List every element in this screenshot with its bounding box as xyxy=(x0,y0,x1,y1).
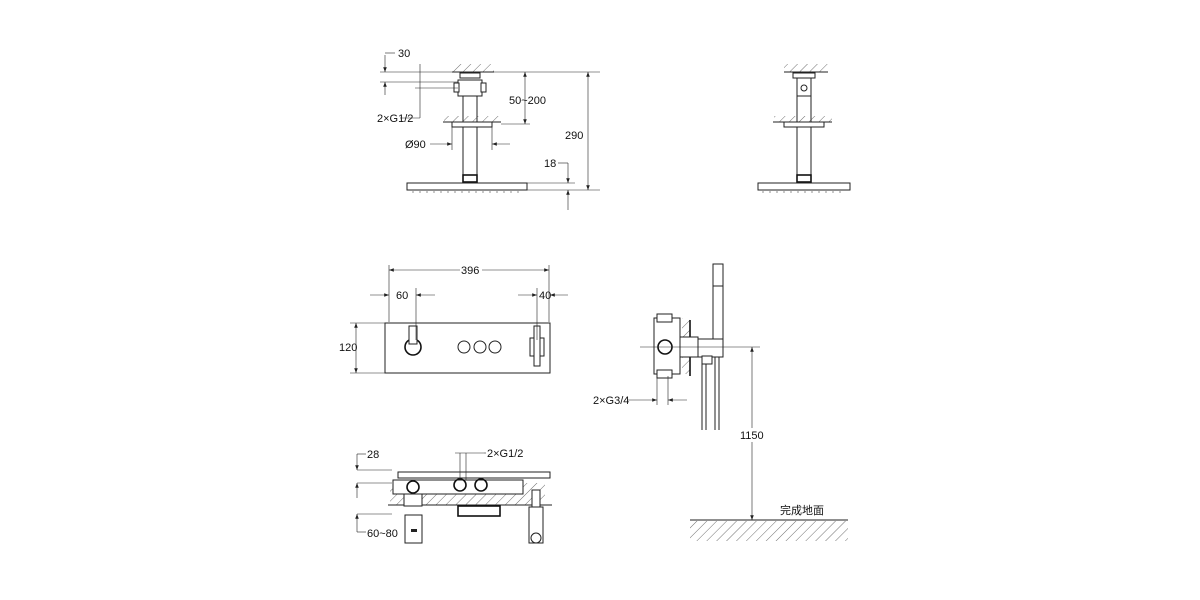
dim-40: 40 xyxy=(539,290,551,302)
finished-floor-label: 完成地面 xyxy=(780,503,824,517)
hand-shower-side-view: 2×G3/4 1150 完成地面 xyxy=(593,263,848,541)
panel-front-view: 396 60 40 120 xyxy=(339,262,568,374)
dim-2xg34: 2×G3/4 xyxy=(593,395,629,407)
dim-1150: 1150 xyxy=(740,430,764,442)
dim-120: 120 xyxy=(339,342,357,354)
ceiling-shower-front-view xyxy=(757,64,851,193)
ceiling-shower-side-view: 30 2×G1/2 50~200 Ø90 290 18 xyxy=(377,48,600,210)
dim-50-200: 50~200 xyxy=(509,95,546,107)
dim-396: 396 xyxy=(461,265,479,277)
dim-60-80: 60~80 xyxy=(367,528,398,540)
dim-2xg12-section: 2×G1/2 xyxy=(487,448,523,460)
dim-d90: Ø90 xyxy=(405,139,426,151)
dim-2xg12-top: 2×G1/2 xyxy=(377,113,413,125)
dim-30: 30 xyxy=(398,48,410,60)
dim-60: 60 xyxy=(396,290,408,302)
dim-18: 18 xyxy=(544,158,556,170)
panel-section-view: 28 2×G1/2 60~80 xyxy=(355,448,552,544)
dim-28: 28 xyxy=(367,449,379,461)
dim-290: 290 xyxy=(565,130,583,142)
